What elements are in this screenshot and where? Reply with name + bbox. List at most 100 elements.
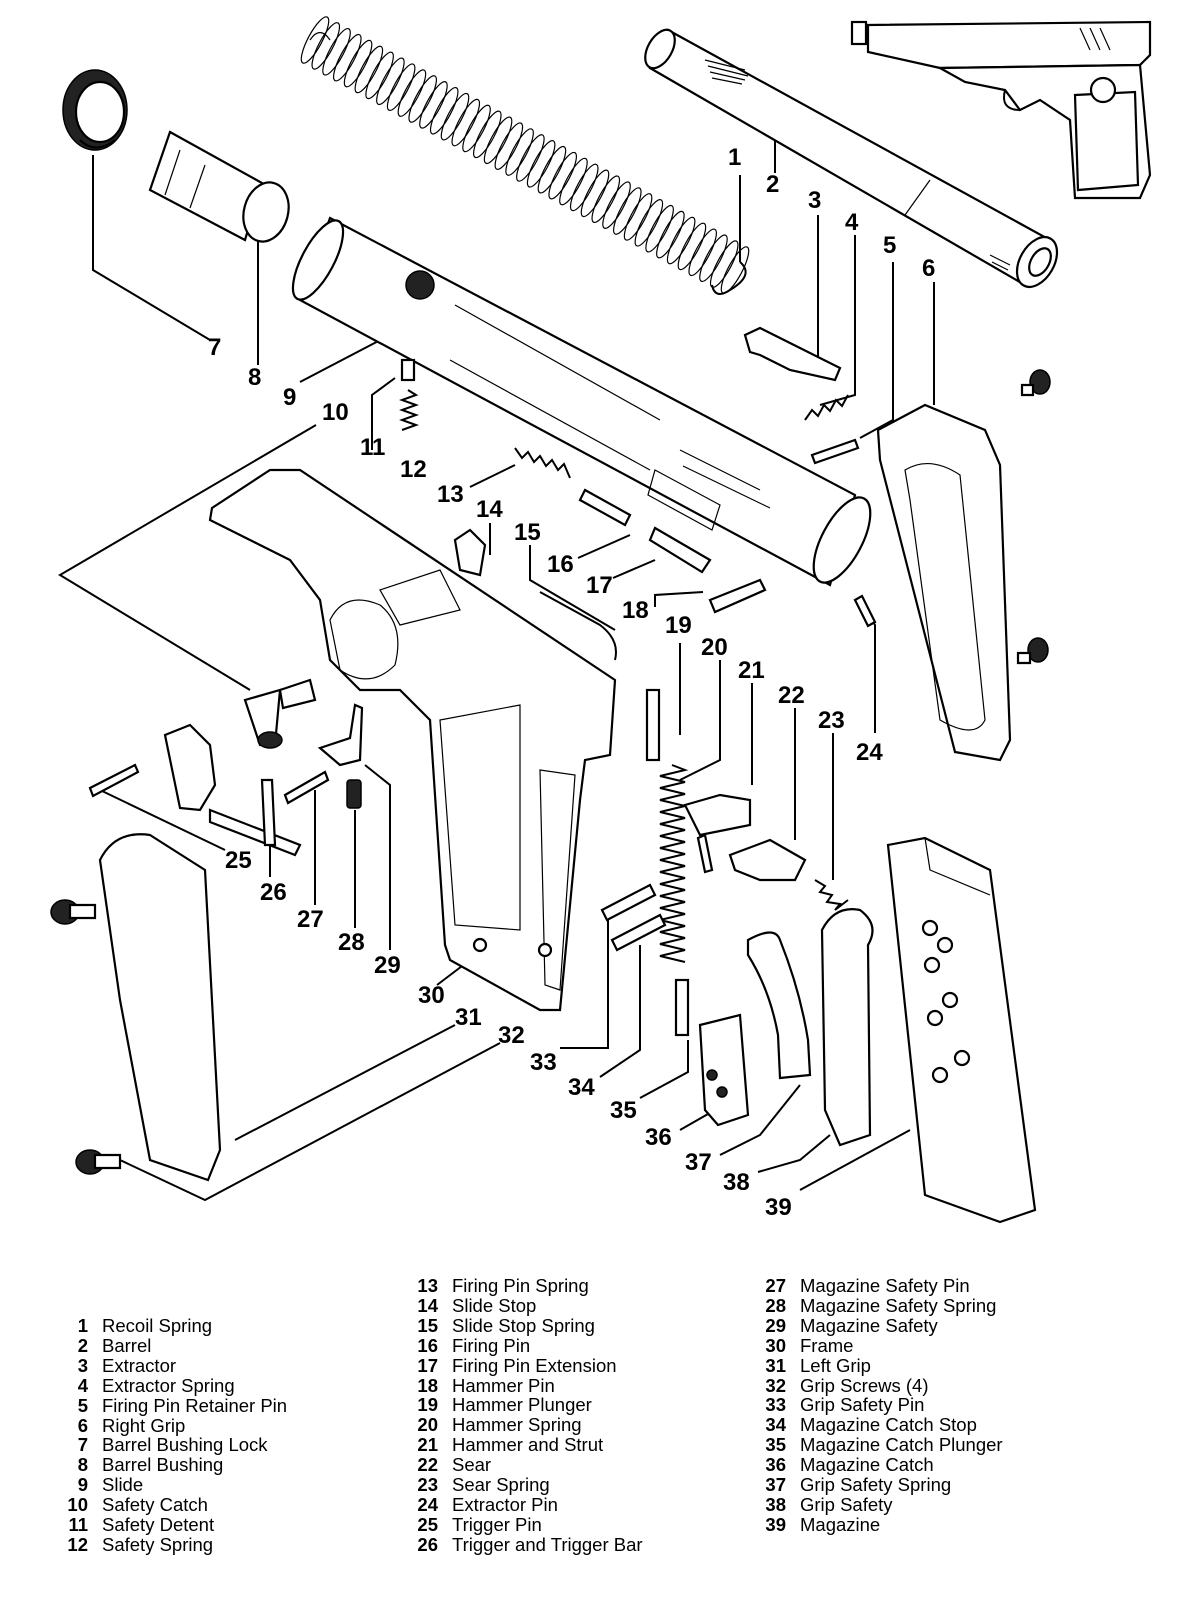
hammer-plunger	[645, 688, 661, 762]
legend-part-name: Hammer Plunger	[452, 1394, 592, 1416]
legend-part-name: Extractor	[102, 1354, 177, 1376]
callout-19: 19	[665, 612, 692, 639]
callout-8: 8	[248, 364, 261, 391]
legend-part-name: Trigger and Trigger Bar	[452, 1533, 643, 1555]
callout-21: 21	[738, 657, 765, 684]
callout-26: 26	[260, 879, 287, 906]
legend-row: 6 Right Grip	[50, 1414, 287, 1436]
callout-35: 35	[610, 1097, 637, 1124]
legend-part-name: Hammer and Strut	[452, 1434, 604, 1456]
legend-part-number: 7	[77, 1434, 88, 1456]
callout-17: 17	[586, 572, 613, 599]
legend-part-name: Magazine Catch	[800, 1454, 934, 1476]
spring-coil	[699, 234, 728, 282]
spring-coil	[300, 16, 330, 64]
spring-coil	[354, 45, 384, 94]
spring-coil	[537, 145, 567, 194]
legend-part-number: 34	[765, 1414, 786, 1436]
magazine	[886, 836, 1037, 1224]
spring-coil	[559, 157, 588, 206]
barrel-bushing	[148, 130, 290, 243]
legend-part-name: Trigger Pin	[452, 1513, 542, 1535]
legend-part-number: 30	[765, 1334, 786, 1356]
spring-coil	[505, 128, 534, 176]
legend-row: 5 Firing Pin Retainer Pin	[50, 1394, 288, 1416]
recoil-spring-coils	[300, 16, 750, 294]
callout-27: 27	[297, 906, 324, 933]
trigger-pin	[88, 763, 140, 798]
callout-10: 10	[322, 399, 349, 426]
left-grip	[98, 833, 222, 1182]
spring-coil	[322, 28, 351, 76]
legend-part-name: Safety Detent	[102, 1514, 215, 1536]
safety-catch	[243, 678, 317, 749]
legend-part-name: Hammer Pin	[452, 1374, 555, 1396]
firing-pin-extension	[648, 526, 712, 574]
spring-coil	[613, 187, 642, 235]
legend-part-number: 18	[417, 1374, 438, 1396]
callout-36: 36	[645, 1124, 672, 1151]
legend-part-number: 5	[77, 1394, 88, 1416]
legend-part-number: 4	[77, 1374, 88, 1396]
slide-stop	[453, 528, 487, 577]
legend-part-number: 24	[417, 1493, 438, 1515]
hammer-spring	[659, 764, 689, 963]
spring-coil	[333, 33, 362, 82]
legend-part-name: Firing Pin Spring	[452, 1275, 589, 1296]
legend-part-name: Firing Pin Retainer Pin	[102, 1394, 288, 1416]
magazine-safety-spring	[346, 779, 362, 809]
legend-part-name: Right Grip	[102, 1414, 186, 1436]
magazine-catch-stop	[610, 913, 667, 952]
callout-labels: 1 2 3 4 5 6 7 8 9 10 11 12 13 14 15 16 1…	[208, 144, 935, 1221]
sear	[728, 838, 807, 882]
spring-coil	[645, 204, 674, 253]
legend-part-number: 6	[77, 1414, 88, 1436]
grip-safety	[820, 908, 874, 1147]
sear-spring	[814, 879, 849, 911]
spring-coil	[483, 116, 513, 165]
pistol-illustration	[850, 20, 1152, 200]
callout-3: 3	[808, 187, 821, 214]
callout-16: 16	[547, 551, 574, 578]
extractor-pin	[853, 594, 877, 628]
legend-part-name: Sear Spring	[452, 1474, 550, 1496]
legend-part-number: 33	[765, 1394, 786, 1416]
grip-safety-spring	[746, 931, 812, 1080]
legend-part-number: 35	[765, 1434, 786, 1456]
legend-part-number: 39	[765, 1513, 786, 1535]
legend-part-number: 16	[417, 1334, 438, 1356]
spring-coil	[666, 216, 696, 265]
callout-1: 1	[728, 144, 741, 171]
extractor-spring	[804, 394, 849, 421]
spring-coil	[720, 246, 750, 294]
callout-12: 12	[400, 456, 427, 483]
legend-part-number: 12	[67, 1533, 88, 1555]
legend-part-name: Barrel Bushing Lock	[102, 1434, 268, 1456]
spring-coil	[526, 140, 556, 188]
legend-part-name: Left Grip	[800, 1354, 871, 1376]
spring-coil	[688, 228, 717, 277]
legend-part-number: 37	[765, 1474, 786, 1496]
spring-coil	[494, 122, 524, 170]
hammer-pin	[708, 578, 767, 614]
callout-9: 9	[283, 384, 296, 411]
grip-screw	[1020, 369, 1051, 397]
firing-pin	[578, 488, 632, 527]
